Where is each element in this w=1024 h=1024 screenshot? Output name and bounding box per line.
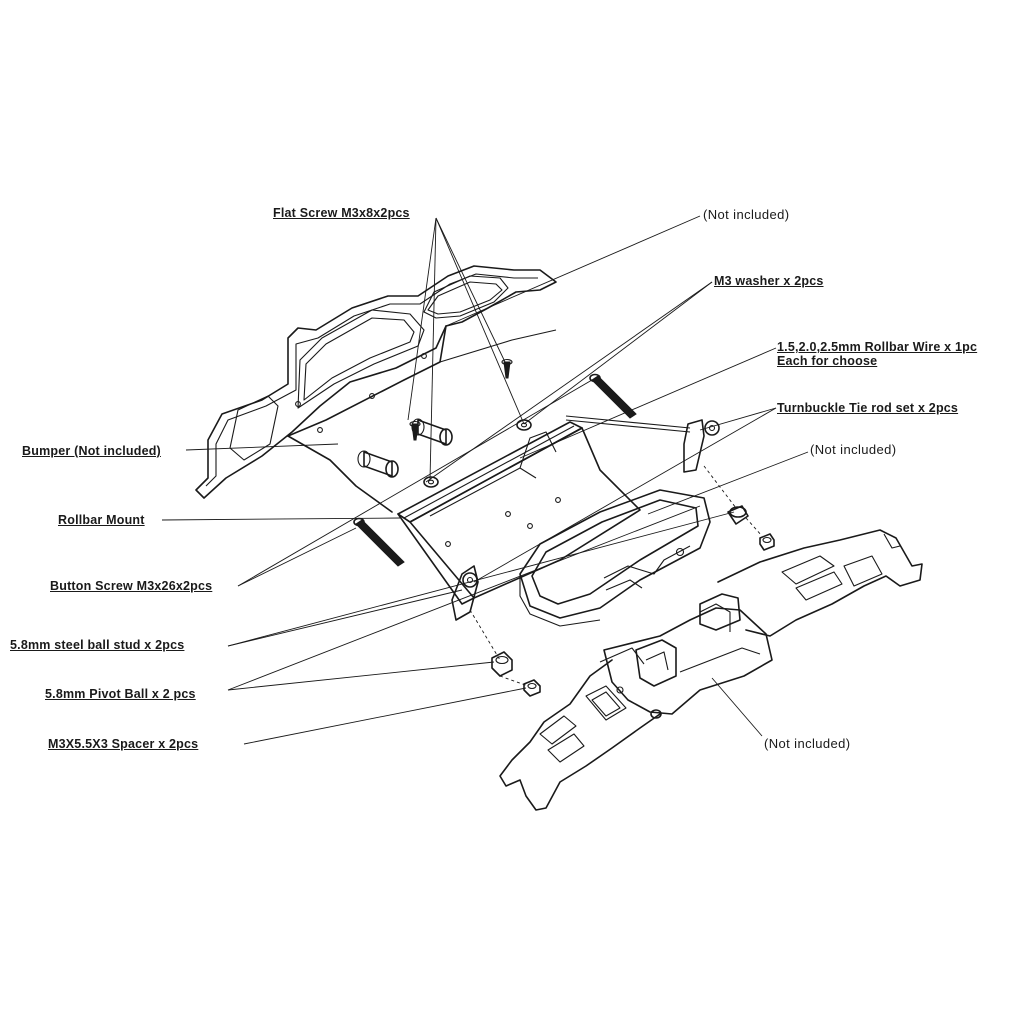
spacer-icon <box>523 533 775 697</box>
ball-stud-label: 5.8mm steel ball stud x 2pcs <box>10 638 185 652</box>
flat-screw-label: Flat Screw M3x8x2pcs <box>273 206 410 220</box>
rollbar-wire-label: 1.5,2.0,2.5mm Rollbar Wire x 1pc <box>777 340 978 354</box>
turnbuckle-label: Turnbuckle Tie rod set x 2pcs <box>777 401 959 415</box>
not-included-bottom-label: (Not included) <box>764 736 851 751</box>
washer-icon <box>423 419 532 488</box>
button-screw-icon <box>353 373 637 567</box>
turnbuckle-part <box>451 415 720 621</box>
button-screw-label: Button Screw M3x26x2pcs <box>50 579 213 593</box>
leader-lines <box>161 215 809 745</box>
pivot-ball-icon <box>491 651 513 677</box>
rollbar-mount-label: Rollbar Mount <box>58 513 145 527</box>
suspension-arms-part <box>499 529 923 811</box>
not-included-mid-label: (Not included) <box>810 442 897 457</box>
pivot-ball-label: 5.8mm Pivot Ball x 2 pcs <box>45 687 196 701</box>
spacer-label: M3X5.5X3 Spacer x 2pcs <box>48 737 199 751</box>
chassis-tray-part <box>519 489 711 627</box>
bumper-part <box>195 265 557 513</box>
m3-washer-label: M3 washer x 2pcs <box>714 274 824 288</box>
rollbar-wire-sublabel: Each for choose <box>777 354 878 368</box>
flat-screw-icon <box>409 358 513 441</box>
standoff-posts <box>357 418 453 478</box>
bumper-label: Bumper (Not included) <box>22 444 161 458</box>
not-included-top-label: (Not included) <box>703 207 790 222</box>
ball-stud-icon <box>727 505 749 525</box>
